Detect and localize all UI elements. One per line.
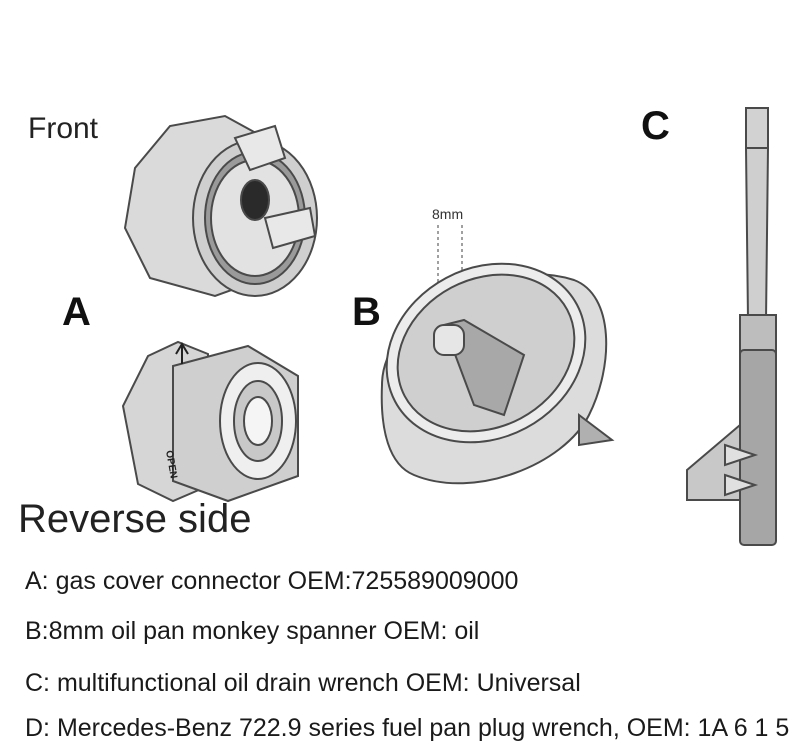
label-a: A (62, 290, 91, 334)
description-d: D: Mercedes-Benz 722.9 series fuel pan p… (25, 714, 790, 742)
label-b: B (352, 290, 381, 334)
label-c: C (641, 104, 670, 148)
reverse-side-caption: Reverse side (18, 497, 252, 541)
front-caption: Front (28, 112, 99, 145)
description-b: B:8mm oil pan monkey spanner OEM: oil (25, 617, 480, 645)
open-marking: OPEN (163, 450, 179, 480)
part-b-illustration (380, 225, 615, 485)
description-c: C: multifunctional oil drain wrench OEM:… (25, 669, 581, 697)
part-a-front-illustration (123, 114, 318, 298)
description-a: A: gas cover connector OEM:725589009000 (25, 567, 519, 595)
measure-label: 8mm (432, 206, 464, 222)
part-a-reverse-illustration: OPEN (121, 340, 299, 503)
part-c-illustration (686, 107, 777, 546)
arrow-up-icon (175, 342, 189, 364)
